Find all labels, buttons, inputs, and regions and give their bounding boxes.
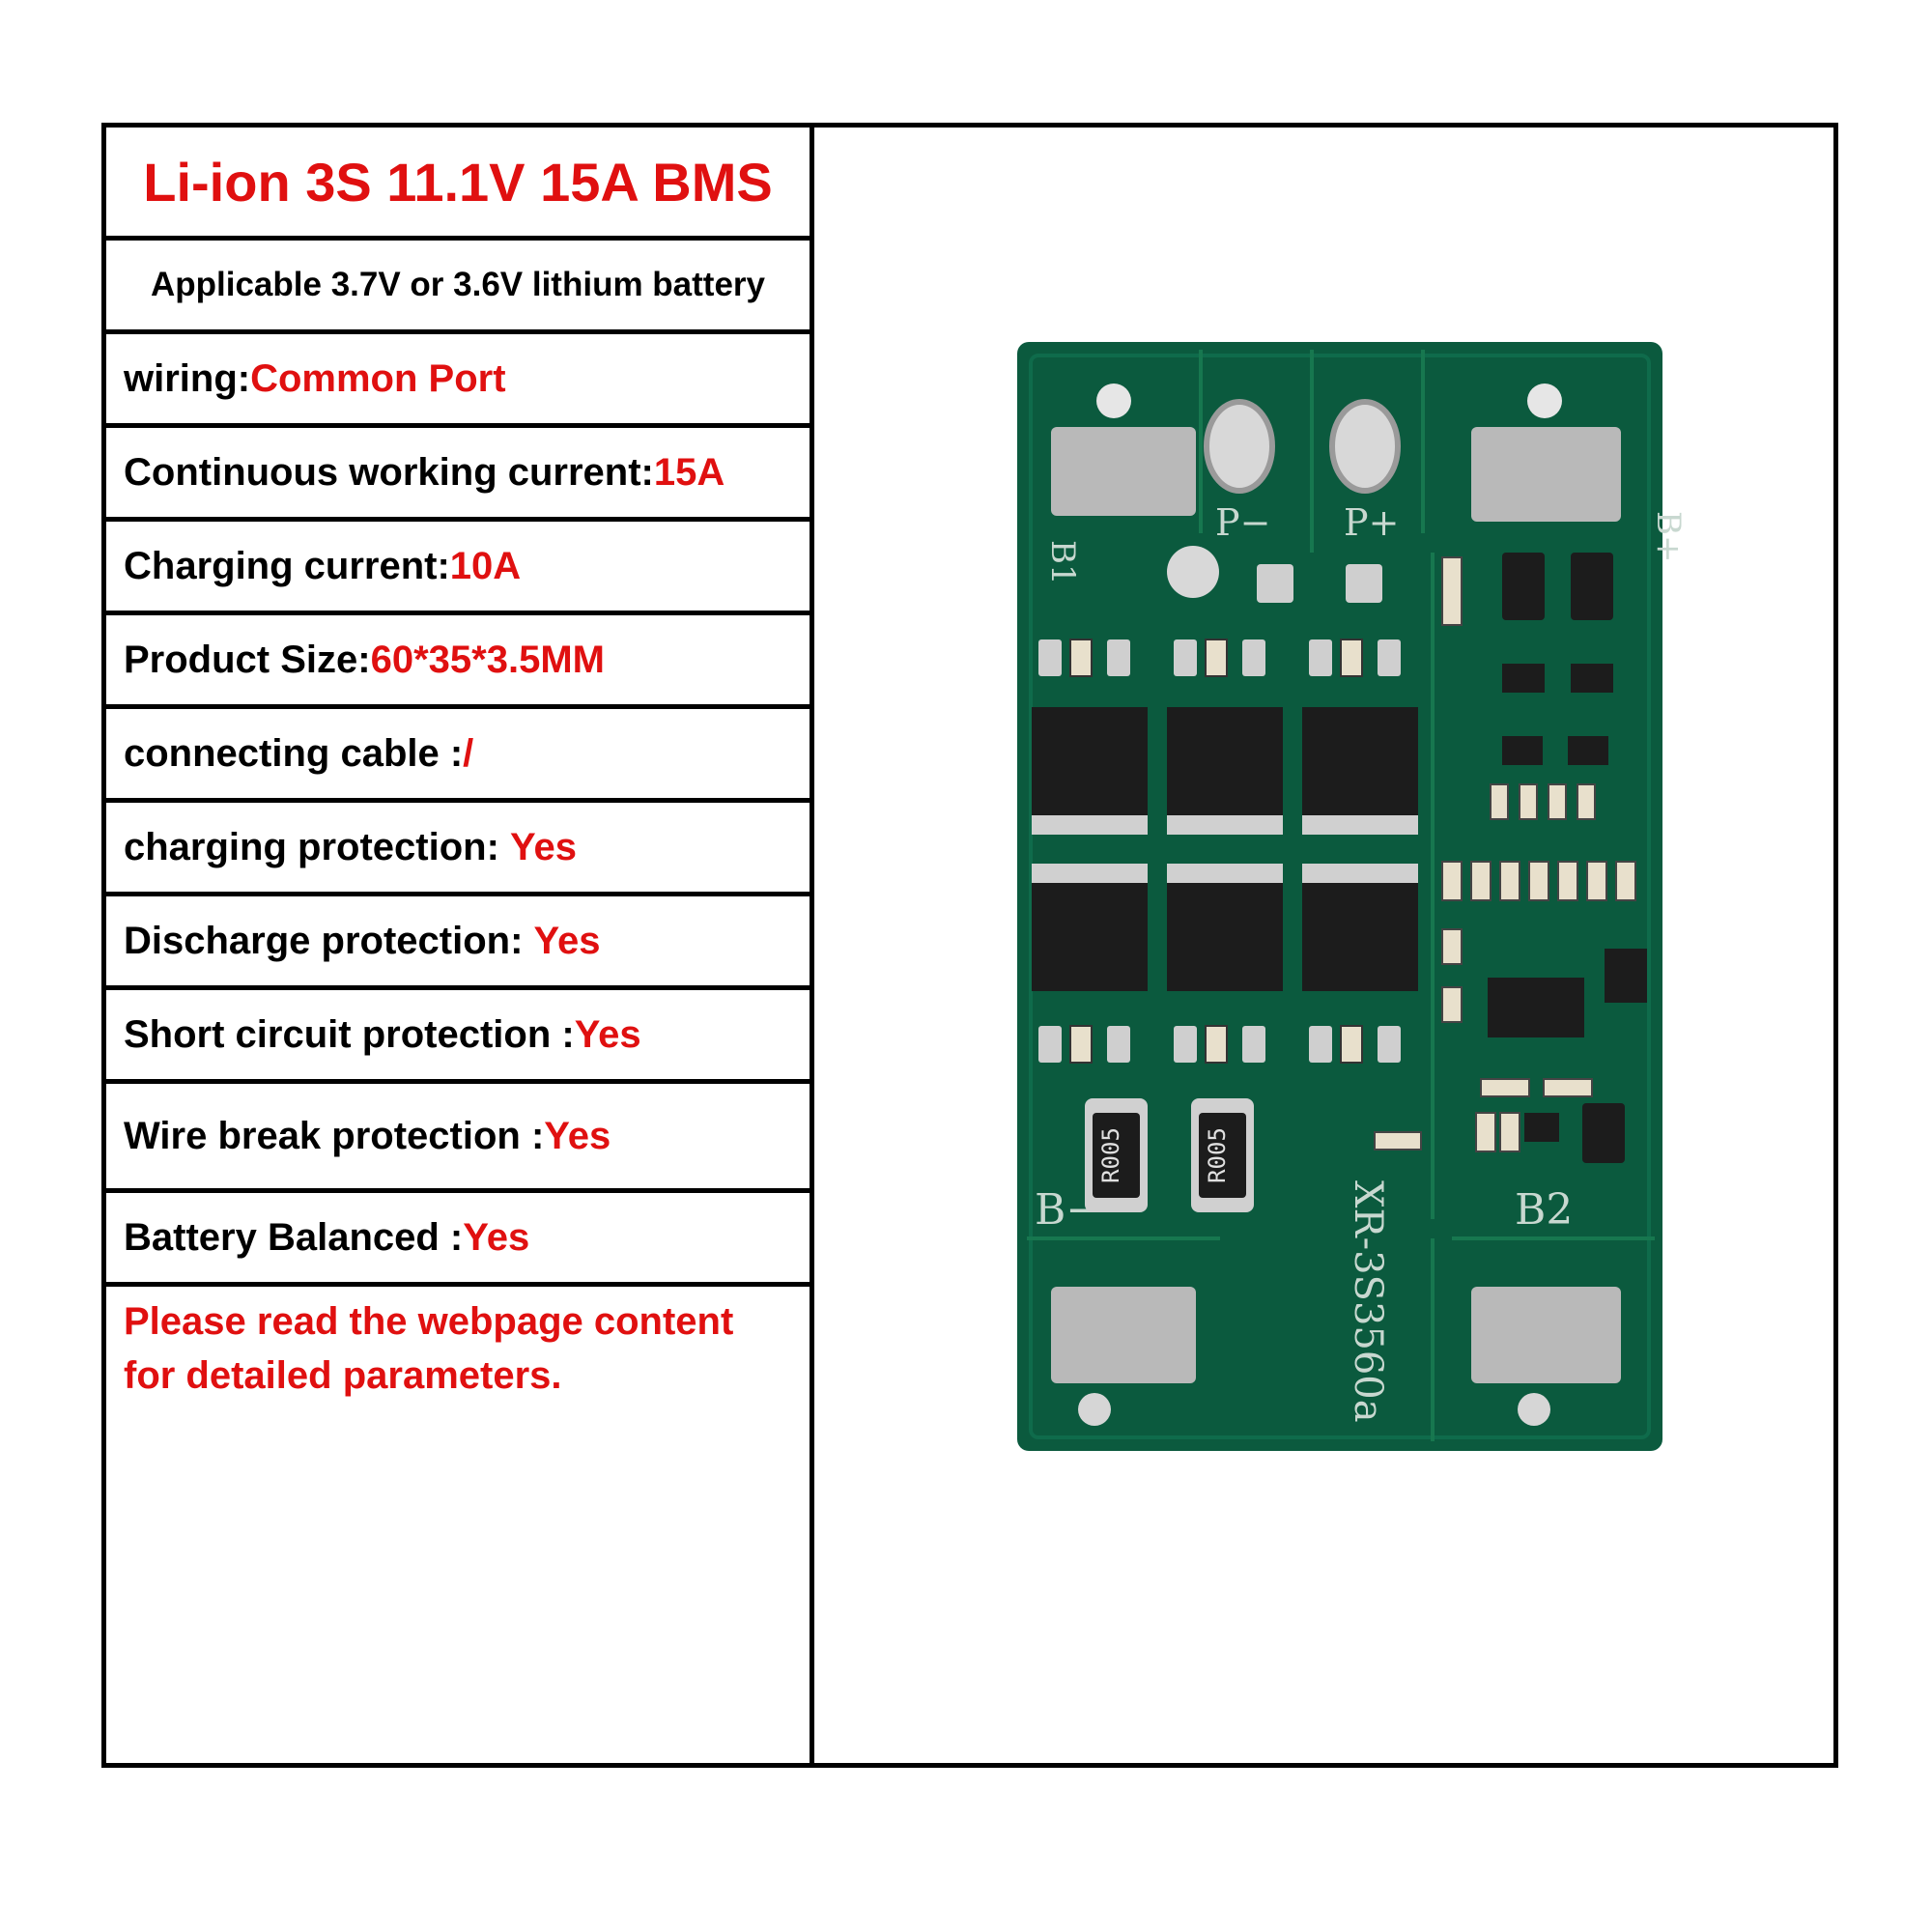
shunt-resistors: R005 R005	[1085, 1098, 1254, 1212]
spec-value: /	[463, 731, 474, 775]
label-p-plus: P+	[1344, 501, 1399, 544]
spec-row-product-size: Product Size:60*35*3.5MM	[106, 615, 810, 709]
spec-value: Yes	[463, 1215, 530, 1259]
spec-label: connecting cable :	[124, 731, 464, 775]
spec-value: 10A	[449, 544, 522, 587]
spec-label: Product Size:	[124, 638, 371, 681]
spec-row-discharge-protection: Discharge protection: Yes	[106, 896, 810, 990]
product-title: Li-ion 3S 11.1V 15A BMS	[106, 128, 810, 241]
label-b2: B2	[1515, 1185, 1573, 1235]
label-b-plus: B+	[1649, 511, 1688, 562]
spec-value: 60*35*3.5MM	[370, 638, 605, 681]
pad-p-plus	[1329, 399, 1401, 494]
spec-row-charging-protection: charging protection: Yes	[106, 803, 810, 896]
product-photo: B1 P− P+ B+ B− B2 XR-3S3560a	[814, 128, 1833, 1763]
spec-label: Wire break protection :	[124, 1114, 545, 1157]
spec-label: Battery Balanced :	[124, 1215, 464, 1259]
spec-value: Common Port	[250, 356, 506, 400]
spec-value: Yes	[544, 1114, 611, 1157]
pad-b-minus	[1051, 1287, 1196, 1383]
spec-sheet-frame: Li-ion 3S 11.1V 15A BMS Applicable 3.7V …	[101, 123, 1838, 1768]
spec-label: Short circuit protection :	[124, 1012, 575, 1056]
spec-value: Yes	[510, 825, 577, 868]
pad-b1	[1051, 427, 1196, 516]
spec-row-continuous-current: Continuous working current:15A	[106, 428, 810, 522]
shunt-label: R005	[1097, 1127, 1124, 1183]
spec-label: wiring:	[124, 356, 251, 400]
label-b1: B1	[1043, 540, 1082, 585]
spec-row-wiring: wiring:Common Port	[106, 334, 810, 428]
bms-board-illustration: B1 P− P+ B+ B− B2 XR-3S3560a	[1017, 342, 1688, 1451]
product-subtitle: Applicable 3.7V or 3.6V lithium battery	[106, 241, 810, 334]
spec-value: Yes	[574, 1012, 641, 1056]
mosfet-array	[1032, 707, 1418, 991]
spec-row-wire-break-protection: Wire break protection :Yes	[106, 1084, 810, 1193]
spec-row-connecting-cable: connecting cable :/	[106, 709, 810, 803]
spec-table: Li-ion 3S 11.1V 15A BMS Applicable 3.7V …	[106, 128, 810, 1403]
pad-b-plus	[1471, 427, 1621, 522]
label-model: XR-3S3560a	[1346, 1180, 1390, 1423]
spec-label: Charging current:	[124, 544, 450, 587]
column-divider	[810, 128, 814, 1763]
spec-label: charging protection:	[124, 825, 510, 868]
pad-p-minus	[1204, 399, 1275, 494]
label-p-minus: P−	[1215, 501, 1270, 544]
note-line: for detailed parameters.	[124, 1354, 562, 1397]
pad-b2	[1471, 1287, 1621, 1383]
parameters-note: Please read the webpage content for deta…	[106, 1287, 810, 1403]
spec-row-charging-current: Charging current:10A	[106, 522, 810, 615]
spec-value: 15A	[653, 450, 725, 494]
shunt-label: R005	[1204, 1127, 1231, 1183]
spec-label: Discharge protection:	[124, 919, 534, 962]
spec-row-battery-balanced: Battery Balanced :Yes	[106, 1193, 810, 1287]
note-line: Please read the webpage content	[124, 1300, 734, 1343]
spec-label: Continuous working current:	[124, 450, 654, 494]
spec-value: Yes	[533, 919, 601, 962]
spec-row-short-circuit-protection: Short circuit protection :Yes	[106, 990, 810, 1084]
